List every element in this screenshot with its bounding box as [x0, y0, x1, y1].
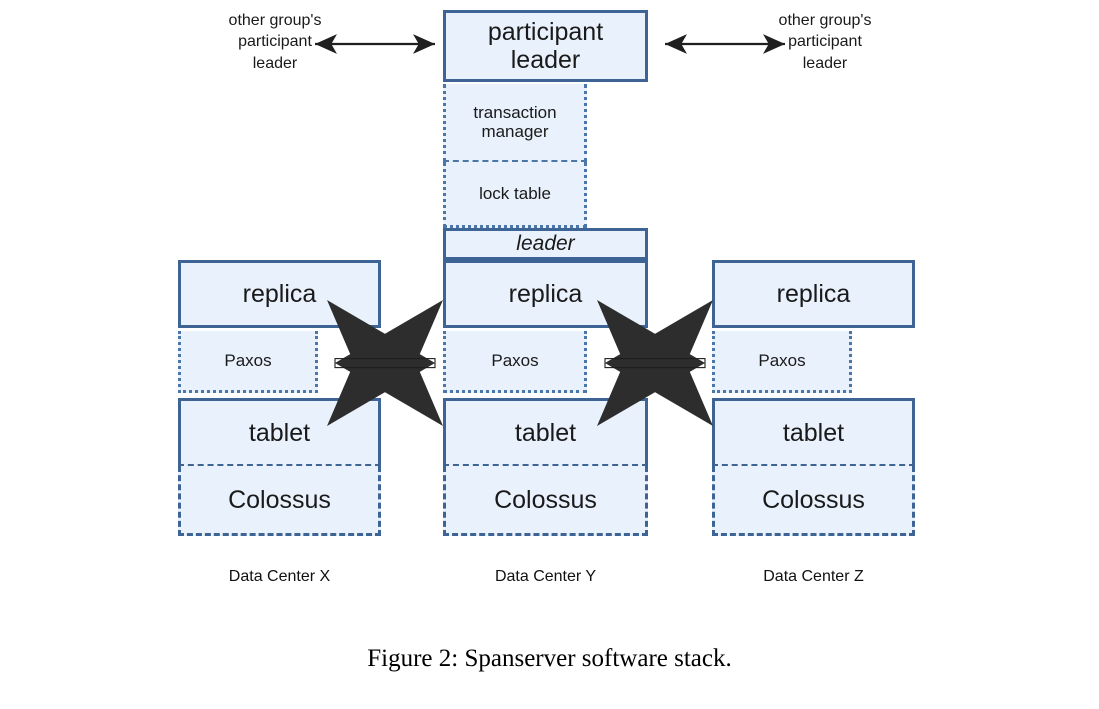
- left-tablet-box[interactable]: tablet: [178, 398, 381, 466]
- left-colossus-box[interactable]: Colossus: [178, 466, 381, 536]
- center-tablet-box[interactable]: tablet: [443, 398, 648, 466]
- right-note-line-1: other group's: [778, 11, 872, 29]
- center-replica-box[interactable]: replica: [443, 260, 648, 328]
- center-paxos-label: Paxos: [491, 350, 539, 370]
- right-replica-label: replica: [776, 280, 851, 308]
- right-paxos-label: Paxos: [758, 350, 806, 370]
- figure-caption: Figure 2: Spanserver software stack.: [367, 645, 732, 672]
- transaction-manager-box[interactable]: transaction manager: [443, 84, 587, 162]
- lock-table-label: lock table: [479, 183, 551, 203]
- left-other-group-note: other group's participant leader: [190, 8, 360, 76]
- participant-leader-line-2: leader: [510, 46, 581, 74]
- right-tablet-label: tablet: [782, 418, 845, 447]
- center-replica-label: replica: [508, 280, 583, 308]
- right-tablet-box[interactable]: tablet: [712, 398, 915, 466]
- transaction-manager-line-1: transaction: [473, 102, 557, 122]
- arrow-right-participant-leader: [655, 34, 795, 54]
- right-colossus-box[interactable]: Colossus: [712, 466, 915, 536]
- participant-leader-line-1: participant: [487, 18, 604, 46]
- right-note-line-2: participant: [788, 33, 862, 51]
- center-colossus-box[interactable]: Colossus: [443, 466, 648, 536]
- lock-table-box[interactable]: lock table: [443, 162, 587, 228]
- left-note-line-1: other group's: [228, 11, 322, 29]
- right-other-group-note: other group's participant leader: [740, 8, 910, 76]
- leader-strip-box[interactable]: leader: [443, 228, 648, 260]
- data-center-z-label: Data Center Z: [763, 568, 864, 585]
- left-tablet-label: tablet: [248, 418, 311, 447]
- participant-leader-box[interactable]: participant leader: [443, 10, 648, 82]
- left-replica-label: replica: [242, 280, 317, 308]
- left-colossus-label: Colossus: [228, 485, 331, 514]
- right-paxos-box[interactable]: Paxos: [712, 331, 852, 393]
- arrow-paxos-left-center: [322, 300, 448, 426]
- center-tablet-label: tablet: [514, 418, 577, 447]
- data-center-x-label: Data Center X: [228, 568, 331, 585]
- left-paxos-label: Paxos: [224, 350, 272, 370]
- transaction-manager-line-2: manager: [481, 122, 549, 141]
- right-note-line-3: leader: [802, 54, 848, 72]
- left-replica-box[interactable]: replica: [178, 260, 381, 328]
- left-paxos-box[interactable]: Paxos: [178, 331, 318, 393]
- center-colossus-label: Colossus: [494, 485, 597, 514]
- leader-label: leader: [516, 232, 575, 256]
- left-note-line-3: leader: [252, 54, 298, 72]
- right-colossus-label: Colossus: [762, 485, 865, 514]
- arrow-paxos-center-right: [592, 300, 718, 426]
- left-note-line-2: participant: [238, 33, 312, 51]
- center-paxos-box[interactable]: Paxos: [443, 331, 587, 393]
- data-center-y-label: Data Center Y: [494, 568, 597, 585]
- right-replica-box[interactable]: replica: [712, 260, 915, 328]
- arrow-left-participant-leader: [305, 34, 445, 54]
